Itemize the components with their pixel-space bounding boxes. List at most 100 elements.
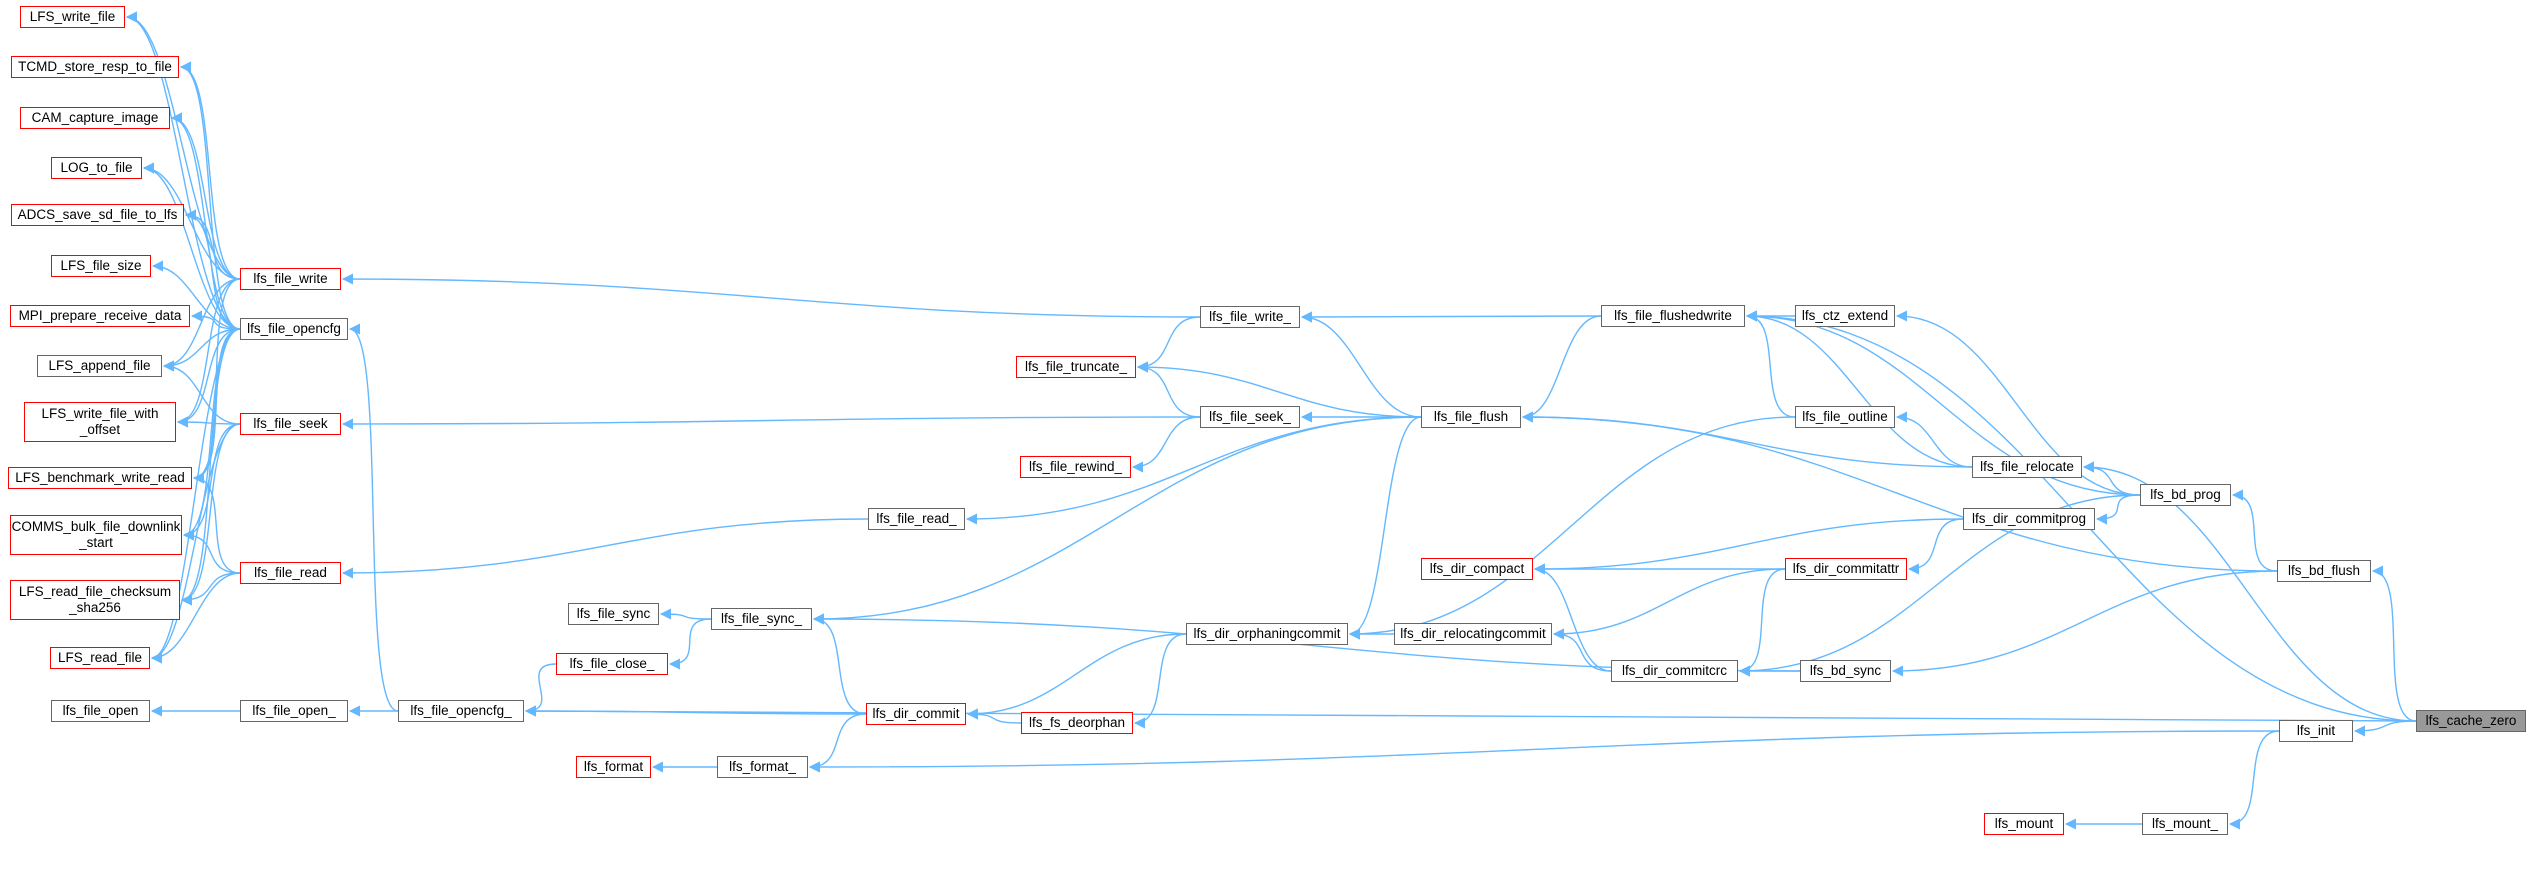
- node-lfs-file-write[interactable]: lfs_file_write: [240, 268, 341, 290]
- node-lfs-file-sync[interactable]: lfs_file_sync: [568, 603, 659, 625]
- node-lfs-ctz-extend[interactable]: lfs_ctz_extend: [1795, 305, 1895, 327]
- node-lfs-dir-commitprog[interactable]: lfs_dir_commitprog: [1963, 508, 2095, 530]
- call-edge-CAM_capture_image-lfs_file_opencfg: [170, 112, 241, 330]
- node-lfs-bd-prog[interactable]: lfs_bd_prog: [2140, 484, 2231, 506]
- node-lfs-append-file[interactable]: LFS_append_file: [37, 355, 162, 377]
- call-edge-lfs_file_outline-lfs_file_relocate: [1895, 411, 1973, 468]
- call-edge-TCMD_store_resp_to_file-lfs_file_write: [179, 61, 241, 280]
- call-edge-lfs_format_-lfs_dir_commit: [808, 713, 867, 773]
- call-edge-lfs_file_opencfg_-lfs_file_close_: [524, 663, 557, 717]
- call-edge-lfs_dir_commitcrc-lfs_dir_commitattr: [1738, 568, 1786, 677]
- call-edge-lfs_bd_sync-lfs_bd_flush: [1891, 570, 2278, 677]
- node-lfs-file-rewind-[interactable]: lfs_file_rewind_: [1020, 456, 1131, 478]
- node-lfs-init[interactable]: lfs_init: [2279, 720, 2353, 742]
- call-edge-LFS_append_file-lfs_file_seek: [162, 360, 241, 425]
- call-edge-lfs_file_rewind_-lfs_file_seek_: [1131, 416, 1201, 473]
- call-edge-TCMD_store_resp_to_file-lfs_file_opencfg: [179, 61, 241, 330]
- node-lfs-file-opencfg[interactable]: lfs_file_opencfg: [240, 318, 348, 340]
- call-edge-lfs_dir_orphaningcommit-lfs_file_flush: [1348, 416, 1422, 640]
- call-edge-LFS_read_file-lfs_file_opencfg: [150, 328, 241, 664]
- node-lfs-benchmark-write-read[interactable]: LFS_benchmark_write_read: [8, 467, 192, 489]
- node-lfs-bd-sync[interactable]: lfs_bd_sync: [1800, 660, 1891, 682]
- call-edge-CAM_capture_image-lfs_file_write: [170, 112, 241, 280]
- call-edge-LFS_file_size-lfs_file_opencfg: [151, 260, 241, 330]
- call-edge-LFS_append_file-lfs_file_opencfg: [162, 328, 241, 372]
- call-edge-ADCS_save_sd_file_to_lfs-lfs_file_write: [184, 209, 241, 280]
- call-edge-lfs_file_write-lfs_file_write_: [341, 273, 1201, 318]
- node-lfs-dir-commit[interactable]: lfs_dir_commit: [866, 703, 966, 725]
- node-lfs-write-file[interactable]: LFS_write_file: [20, 6, 125, 28]
- node-tcmd-store-resp-to-file[interactable]: TCMD_store_resp_to_file: [11, 56, 179, 78]
- node-lfs-fs-deorphan[interactable]: lfs_fs_deorphan: [1021, 712, 1133, 734]
- node-lfs-file-relocate[interactable]: lfs_file_relocate: [1972, 456, 2082, 478]
- call-edge-lfs_file_read-lfs_file_read_: [341, 518, 869, 579]
- call-edge-LFS_write_file_with_offset-lfs_file_seek: [176, 416, 241, 428]
- node-adcs-save-sd-file-to-lfs[interactable]: ADCS_save_sd_file_to_lfs: [11, 204, 184, 226]
- node-lfs-file-outline[interactable]: lfs_file_outline: [1795, 406, 1895, 428]
- node-lfs-dir-orphaningcommit[interactable]: lfs_dir_orphaningcommit: [1186, 623, 1348, 645]
- call-edge-lfs_file_seek-lfs_file_seek_: [341, 416, 1201, 430]
- node-lfs-dir-commitattr[interactable]: lfs_dir_commitattr: [1785, 558, 1907, 580]
- call-edge-lfs_dir_commitattr-lfs_dir_commitprog: [1907, 518, 1964, 575]
- node-lfs-file-truncate-[interactable]: lfs_file_truncate_: [1016, 356, 1136, 378]
- node-lfs-write-file-with-offset[interactable]: LFS_write_file_with _offset: [24, 402, 176, 442]
- call-edge-lfs_file_flush-lfs_file_relocate: [1521, 411, 1973, 468]
- node-lfs-dir-relocatingcommit[interactable]: lfs_dir_relocatingcommit: [1394, 623, 1552, 645]
- node-lfs-file-read-[interactable]: lfs_file_read_: [868, 508, 965, 530]
- node-lfs-format-[interactable]: lfs_format_: [717, 756, 808, 778]
- node-lfs-bd-flush[interactable]: lfs_bd_flush: [2277, 560, 2371, 582]
- call-edge-COMMS_bulk_file_downlink_start-lfs_file_seek: [182, 423, 241, 541]
- call-edge-lfs_file_write_-lfs_file_flush: [1300, 311, 1422, 418]
- call-edge-lfs_dir_relocatingcommit-lfs_dir_commitcrc: [1552, 628, 1612, 672]
- node-lfs-mount[interactable]: lfs_mount: [1984, 813, 2064, 835]
- call-edge-lfs_dir_orphaningcommit-lfs_file_outline: [1348, 416, 1796, 640]
- call-edge-ADCS_save_sd_file_to_lfs-lfs_file_opencfg: [184, 209, 241, 330]
- node-lfs-dir-commitcrc[interactable]: lfs_dir_commitcrc: [1611, 660, 1738, 682]
- call-edge-LFS_write_file_with_offset-lfs_file_write: [176, 278, 241, 428]
- call-edge-lfs_fs_deorphan-lfs_dir_orphaningcommit: [1133, 633, 1187, 729]
- call-edge-lfs_dir_compact-lfs_dir_commitcrc: [1533, 563, 1612, 672]
- call-edge-lfs_dir_commitprog-lfs_bd_prog: [2095, 494, 2141, 525]
- node-lfs-read-file-checksum-sha256[interactable]: LFS_read_file_checksum _sha256: [10, 580, 180, 620]
- node-lfs-cache-zero: lfs_cache_zero: [2416, 710, 2526, 732]
- node-log-to-file[interactable]: LOG_to_file: [51, 157, 142, 179]
- node-cam-capture-image[interactable]: CAM_capture_image: [20, 107, 170, 129]
- node-lfs-file-seek[interactable]: lfs_file_seek: [240, 413, 341, 435]
- call-edge-lfs_file_sync_-lfs_dir_commit: [812, 613, 867, 715]
- node-lfs-file-seek-[interactable]: lfs_file_seek_: [1200, 406, 1300, 428]
- call-edge-lfs_dir_compact-lfs_dir_commitprog: [1533, 518, 1964, 575]
- node-lfs-read-file[interactable]: LFS_read_file: [50, 647, 150, 669]
- node-lfs-file-open-[interactable]: lfs_file_open_: [240, 700, 348, 722]
- call-edge-lfs_mount_-lfs_init: [2228, 730, 2280, 830]
- call-edge-lfs_file_relocate-lfs_cache_zero: [2082, 461, 2417, 722]
- node-comms-bulk-file-downlink-start[interactable]: COMMS_bulk_file_downlink _start: [10, 515, 182, 555]
- call-edge-MPI_prepare_receive_data-lfs_file_opencfg: [190, 310, 241, 330]
- node-lfs-file-read[interactable]: lfs_file_read: [240, 562, 341, 584]
- call-edge-lfs_format_-lfs_init: [808, 730, 2280, 773]
- call-edge-LFS_read_file_checksum_sha256-lfs_file_read: [180, 572, 241, 606]
- node-lfs-file-write-[interactable]: lfs_file_write_: [1200, 306, 1300, 328]
- call-edge-lfs_file_truncate_-lfs_file_write_: [1136, 316, 1201, 373]
- node-lfs-mount-[interactable]: lfs_mount_: [2142, 813, 2228, 835]
- node-mpi-prepare-receive-data[interactable]: MPI_prepare_receive_data: [10, 305, 190, 327]
- node-lfs-file-size[interactable]: LFS_file_size: [51, 255, 151, 277]
- call-edge-lfs_file_close_-lfs_file_sync_: [668, 618, 712, 670]
- node-lfs-file-opencfg-[interactable]: lfs_file_opencfg_: [398, 700, 524, 722]
- node-lfs-format[interactable]: lfs_format: [576, 756, 651, 778]
- call-edge-lfs_file_truncate_-lfs_file_seek_: [1136, 361, 1201, 418]
- call-edge-lfs_file_read_-lfs_file_flush: [965, 416, 1422, 525]
- node-lfs-file-open[interactable]: lfs_file_open: [51, 700, 150, 722]
- call-edge-lfs_dir_commit-lfs_dir_orphaningcommit: [966, 633, 1187, 720]
- call-edge-LFS_benchmark_write_read-lfs_file_read: [192, 472, 241, 574]
- call-edge-lfs_bd_flush-lfs_cache_zero: [2371, 565, 2417, 722]
- call-edge-lfs_file_opencfg-lfs_file_opencfg_: [348, 323, 399, 712]
- node-lfs-file-close-[interactable]: lfs_file_close_: [556, 653, 668, 675]
- call-edge-lfs_file_write_-lfs_file_flushedwrite: [1300, 311, 1602, 323]
- node-lfs-file-sync-[interactable]: lfs_file_sync_: [711, 608, 812, 630]
- node-lfs-file-flushedwrite[interactable]: lfs_file_flushedwrite: [1601, 305, 1745, 327]
- node-lfs-file-flush[interactable]: lfs_file_flush: [1421, 406, 1521, 428]
- node-lfs-dir-compact[interactable]: lfs_dir_compact: [1421, 558, 1533, 580]
- call-edge-lfs_file_flush-lfs_bd_flush: [1521, 411, 2278, 572]
